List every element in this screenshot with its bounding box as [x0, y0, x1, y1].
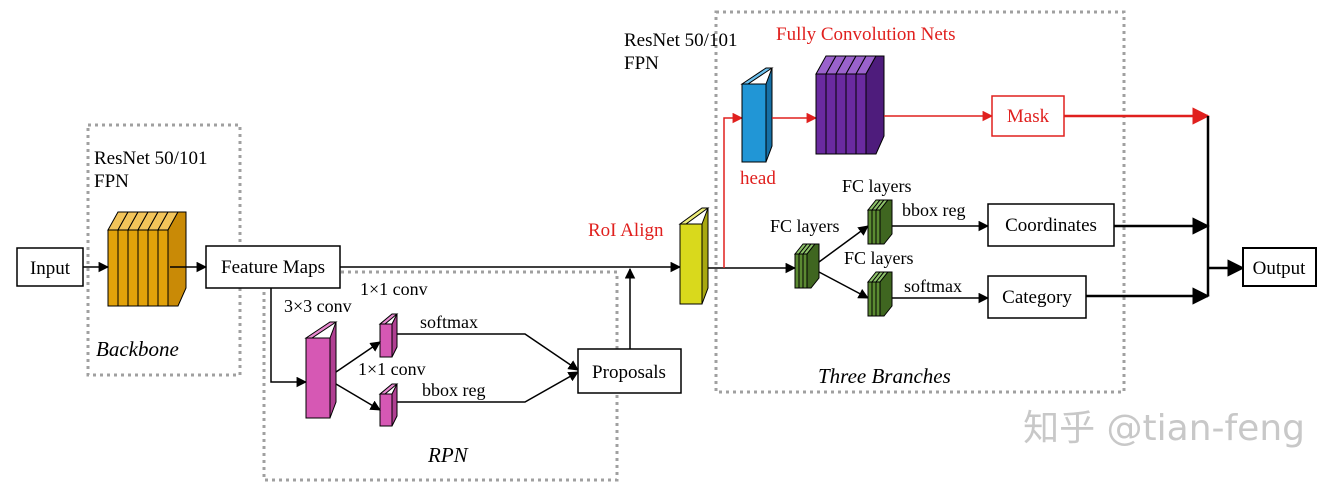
- fc-layers-bottom-block: [866, 271, 893, 317]
- rpn-conv1-bottom-block: [378, 383, 399, 427]
- proposals-node: [577, 348, 682, 394]
- input-label: Input: [30, 258, 71, 279]
- category-node: [987, 275, 1087, 319]
- arrow-bboxreg-to-proposals: [397, 371, 579, 403]
- fcn-title: Fully Convolution Nets: [776, 24, 955, 45]
- backbone-caption: Backbone: [96, 337, 179, 361]
- mask-label: Mask: [1007, 106, 1050, 127]
- roi-align-label: RoI Align: [588, 220, 664, 241]
- fc-layers-left-block: [793, 243, 820, 289]
- rpn-conv1-bottom-label: 1×1 conv: [358, 359, 426, 379]
- rpn-conv3-label: 3×3 conv: [284, 296, 352, 316]
- branch-softmax-label: softmax: [904, 276, 962, 296]
- rpn-conv1-top-block: [378, 313, 399, 358]
- mask-node: [991, 95, 1065, 137]
- branch-bbox-reg-label: bbox reg: [902, 200, 965, 220]
- rpn-bbox-reg-label: bbox reg: [422, 380, 485, 400]
- input-node: [16, 247, 84, 287]
- branches-group-border: [714, 10, 1126, 394]
- branches-caption: Three Branches: [818, 364, 951, 388]
- roi-align-block: [678, 207, 710, 305]
- branches-title-line2: FPN: [624, 53, 659, 74]
- arrow-conv3-to-conv1-top: [335, 341, 381, 373]
- feature-maps-label: Feature Maps: [221, 257, 325, 278]
- rpn-caption: RPN: [427, 443, 469, 467]
- arrow-conv3-to-conv1-bottom: [335, 383, 381, 411]
- watermark-text: 知乎 @tian-feng: [1023, 408, 1305, 449]
- branches-title-line1: ResNet 50/101: [624, 30, 737, 51]
- fc-layers-left-label: FC layers: [770, 216, 840, 236]
- head-block: [740, 67, 774, 163]
- category-label: Category: [1002, 287, 1072, 308]
- arrow-roi-to-head: [723, 112, 744, 268]
- output-label: Output: [1253, 258, 1307, 279]
- backbone-title-line2: FPN: [94, 171, 129, 192]
- rpn-conv1-top-label: 1×1 conv: [360, 279, 428, 299]
- fc-layers-bottom-label: FC layers: [844, 248, 914, 268]
- fcn-conv-stack: [815, 55, 885, 155]
- coordinates-label: Coordinates: [1005, 215, 1097, 236]
- rpn-conv3-block: [304, 321, 338, 419]
- coordinates-node: [987, 203, 1115, 247]
- arrow-feature-maps-to-rpn-conv3: [270, 288, 308, 388]
- rpn-softmax-label: softmax: [420, 312, 478, 332]
- backbone-group-border: [86, 123, 242, 377]
- proposals-label: Proposals: [592, 362, 666, 383]
- arrow-fc-to-fc-bottom: [818, 271, 869, 299]
- head-label: head: [740, 168, 776, 189]
- output-node: [1242, 247, 1317, 287]
- arrow-softmax-to-proposals: [397, 333, 579, 371]
- backbone-conv-stack: [107, 211, 187, 307]
- fc-layers-top-label: FC layers: [842, 176, 912, 196]
- backbone-title-line1: ResNet 50/101: [94, 148, 207, 169]
- arrow-fc-to-fc-top: [818, 225, 869, 263]
- fc-layers-top-block: [866, 199, 893, 245]
